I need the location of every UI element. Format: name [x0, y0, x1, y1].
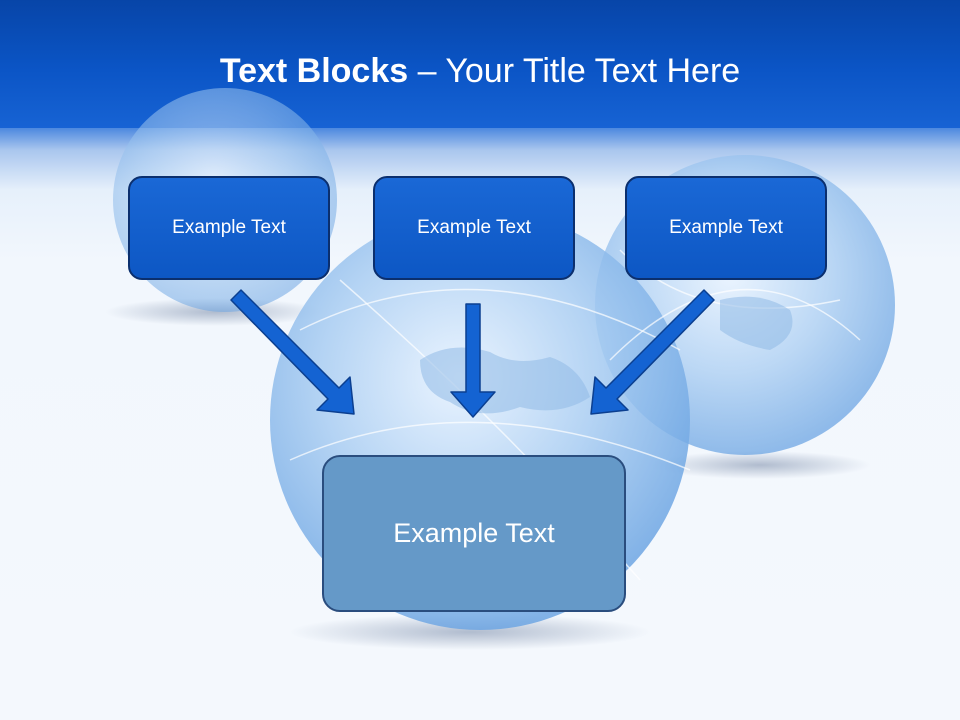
globe-network-line [609, 288, 861, 361]
text-block-left[interactable]: Example Text [128, 176, 330, 280]
title-dash: – [408, 52, 446, 90]
text-block-center[interactable]: Example Text [373, 176, 575, 280]
text-block-right[interactable]: Example Text [625, 176, 827, 280]
arrow-left [230, 289, 355, 415]
globe-network-line [299, 288, 681, 351]
globe-shadow-right [650, 451, 870, 479]
page-title: Text Blocks – Your Title Text Here [0, 52, 960, 91]
title-rest: Your Title Text Here [445, 52, 741, 90]
header-band [0, 0, 960, 128]
globe-shadow-center [290, 614, 650, 650]
globe-continent [720, 296, 793, 350]
arrow-center [450, 303, 496, 418]
text-block-bottom[interactable]: Example Text [322, 455, 626, 612]
title-bold: Text Blocks [219, 52, 409, 90]
globe-network-line [289, 421, 691, 471]
arrow-right [590, 289, 715, 415]
